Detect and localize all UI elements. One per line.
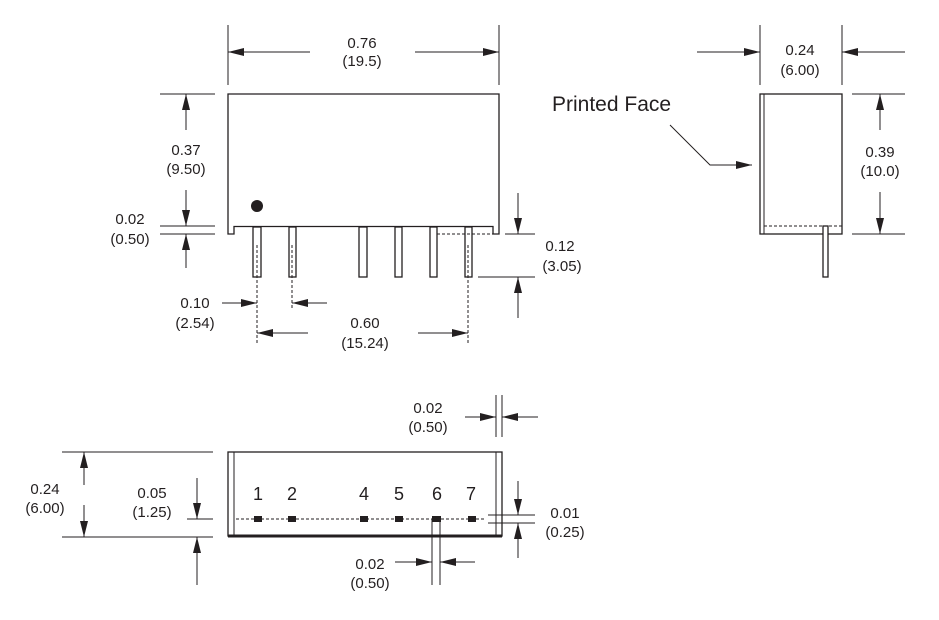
pin-width-dim-mm: (0.50) bbox=[350, 575, 389, 592]
pin1-marker-dot bbox=[251, 200, 263, 212]
pin-length-dim-in: 0.12 bbox=[545, 238, 574, 255]
width-dim-in: 0.76 bbox=[347, 35, 376, 52]
pin-thickness-dim-mm: (0.25) bbox=[545, 524, 584, 541]
pin-pitch-dim-in: 0.10 bbox=[180, 295, 209, 312]
side-view: 0.24 (6.00) Printed Face 0.39 (10.0) bbox=[552, 25, 905, 278]
standoff-dim-mm: (0.50) bbox=[110, 231, 149, 248]
pin-number: 4 bbox=[359, 484, 369, 504]
pin-width-dim-in: 0.02 bbox=[355, 556, 384, 573]
pin-pads bbox=[254, 516, 476, 522]
side-pin bbox=[822, 225, 829, 278]
printed-face-label: Printed Face bbox=[552, 93, 671, 116]
side-width-dim-in: 0.24 bbox=[785, 42, 814, 59]
pin-span-dim-in: 0.60 bbox=[350, 315, 379, 332]
front-view: 0.76 (19.5) 0.37 (9.50) 0.02 (0.50) 0.12… bbox=[110, 25, 582, 352]
height-dim-in: 0.37 bbox=[171, 142, 200, 159]
wall-dim-in: 0.02 bbox=[413, 400, 442, 417]
pin-thickness-dim-in: 0.01 bbox=[550, 505, 579, 522]
pin-number: 7 bbox=[466, 484, 476, 504]
width-dim-mm: (19.5) bbox=[342, 53, 381, 70]
pin-offset-dim-in: 0.05 bbox=[137, 485, 166, 502]
wall-dim-mm: (0.50) bbox=[408, 419, 447, 436]
pin-number: 2 bbox=[287, 484, 297, 504]
side-width-dim-mm: (6.00) bbox=[780, 62, 819, 79]
pin-number: 5 bbox=[394, 484, 404, 504]
pin-number: 6 bbox=[432, 484, 442, 504]
module-side bbox=[759, 93, 843, 235]
pin-offset-dim-mm: (1.25) bbox=[132, 504, 171, 521]
pin-number: 1 bbox=[253, 484, 263, 504]
depth-dim-mm: (6.00) bbox=[25, 500, 64, 517]
side-height-dim-mm: (10.0) bbox=[860, 163, 899, 180]
pin-span-dim-mm: (15.24) bbox=[341, 335, 389, 352]
pin-labels: 1 2 4 5 6 7 bbox=[253, 484, 476, 504]
bottom-view: 1 2 4 5 6 7 0.02 (0.50) 0.24 (6.00) bbox=[25, 395, 585, 592]
standoff-dim-in: 0.02 bbox=[115, 211, 144, 228]
height-dim-mm: (9.50) bbox=[166, 161, 205, 178]
depth-dim-in: 0.24 bbox=[30, 481, 59, 498]
module-body bbox=[227, 93, 500, 235]
side-height-dim-in: 0.39 bbox=[865, 144, 894, 161]
pin-length-dim-mm: (3.05) bbox=[542, 258, 581, 275]
pin-pitch-dim-mm: (2.54) bbox=[175, 315, 214, 332]
